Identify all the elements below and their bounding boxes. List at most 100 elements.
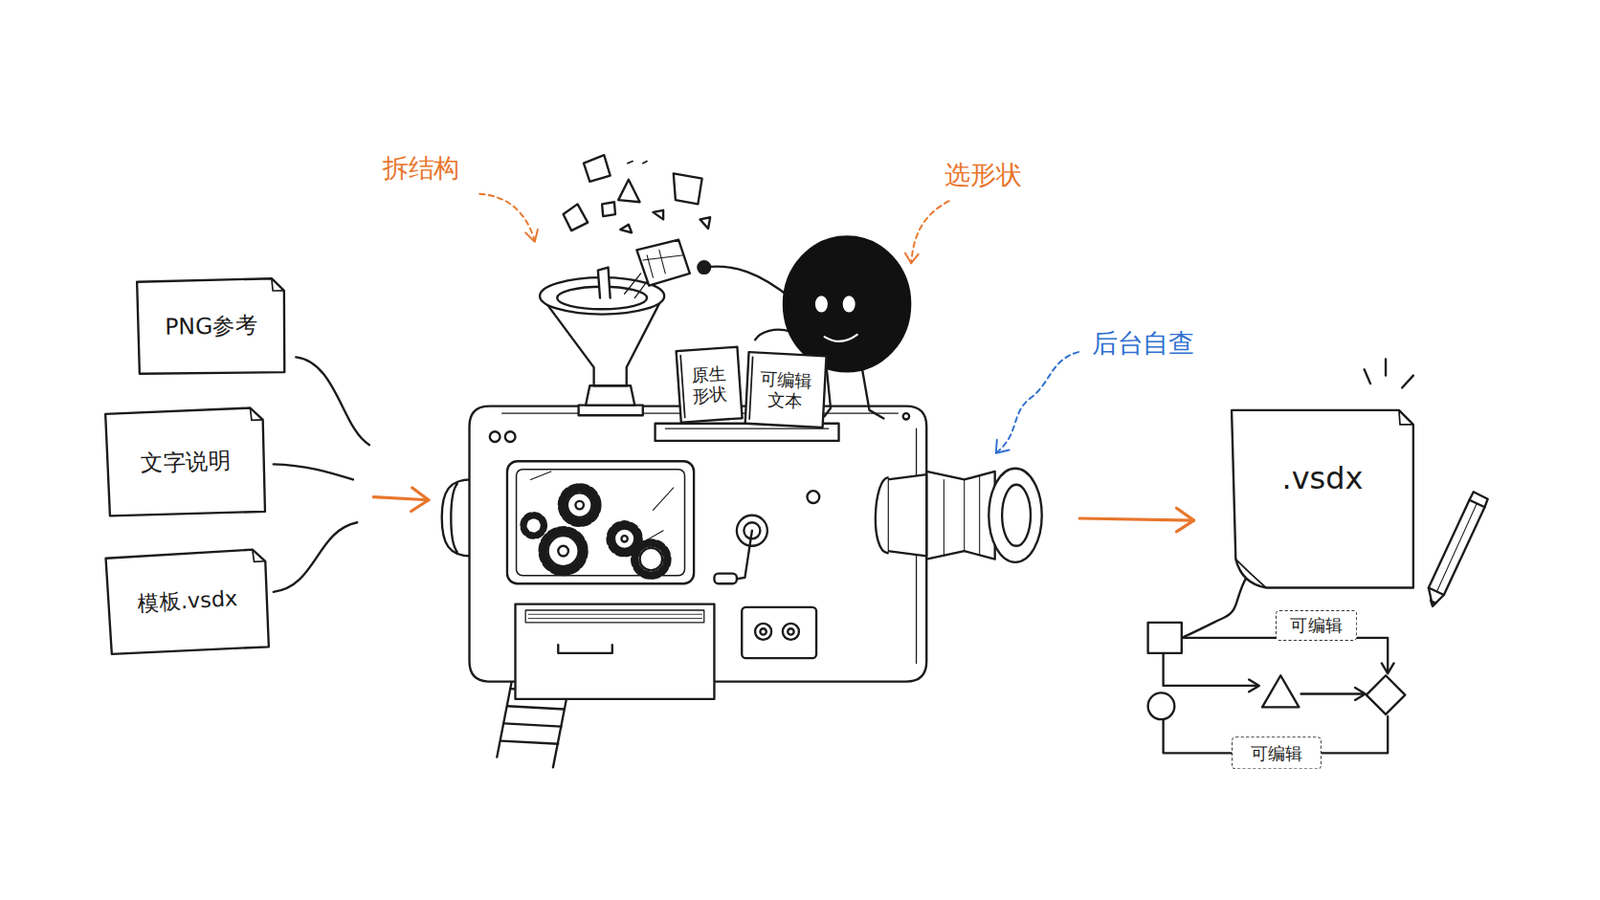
gear (557, 546, 569, 557)
input-note: PNG参考 (134, 276, 289, 378)
node-text: 文字说明 (104, 444, 267, 481)
callout-arrowhead (905, 253, 919, 265)
node-border (1231, 410, 1414, 589)
pencil (1430, 600, 1437, 606)
output-nozzle (875, 477, 889, 554)
funnel (578, 405, 644, 417)
node-border (105, 549, 269, 656)
pencil (1428, 588, 1445, 607)
step-label: 选形状 (944, 160, 1022, 192)
node-text: PNG参考 (135, 310, 288, 344)
gear (614, 529, 635, 550)
callout-arrowhead (996, 440, 1010, 454)
paper-bits (601, 201, 616, 217)
node-text: .vsdx (1229, 458, 1416, 500)
crank (733, 531, 753, 580)
control-panel (782, 623, 800, 641)
gear-window (507, 461, 694, 584)
drawer (557, 644, 613, 654)
gear (621, 535, 627, 542)
input-wire (295, 356, 370, 445)
ladder (507, 706, 565, 710)
gear (548, 535, 579, 567)
machine-bolts (489, 431, 501, 443)
output-nozzle (988, 468, 1042, 563)
edit-tag: 可编辑 (1231, 736, 1322, 770)
step-label: 后台自查 (1091, 329, 1195, 360)
funnel (585, 385, 635, 405)
flow-shape (1262, 675, 1299, 708)
paper-bits (627, 161, 647, 164)
step-label: 拆结构 (382, 153, 460, 184)
blob-character (824, 334, 858, 342)
machine-bolts (505, 431, 516, 443)
paper-bits (673, 173, 703, 204)
paper-bits (563, 203, 589, 231)
pencil (1428, 491, 1489, 606)
gear (542, 531, 584, 573)
output-nozzle (875, 468, 1043, 563)
node-text: 可编辑 文本 (743, 364, 828, 415)
node-outline (1229, 408, 1416, 591)
control-panel (787, 628, 794, 635)
held-block (624, 240, 690, 299)
flow-wire (1181, 637, 1278, 640)
control-panel (759, 628, 766, 635)
funnel (598, 267, 611, 299)
option-card: 可编辑 文本 (742, 350, 828, 430)
paper-bits (700, 217, 712, 229)
flow-arrowhead (1248, 680, 1260, 693)
output-file: .vsdx (1229, 408, 1416, 591)
card-slot (665, 428, 829, 430)
gear (640, 548, 663, 571)
funnel (539, 267, 665, 417)
gear (634, 543, 667, 577)
callout-arrow (911, 200, 949, 264)
pencil (1428, 500, 1486, 596)
left-roller (450, 484, 457, 553)
left-roller (442, 479, 472, 556)
paper-bits (652, 210, 664, 221)
control-panel (755, 623, 772, 641)
held-block (636, 240, 689, 287)
paper-fold (680, 355, 686, 419)
input-wire (273, 522, 357, 593)
output-arrow (1079, 508, 1194, 533)
input-wire (273, 464, 354, 480)
sparkle-lines (1364, 369, 1371, 384)
paper-bits (618, 179, 640, 202)
output-nozzle (943, 475, 979, 556)
callout-arrowhead (525, 229, 538, 243)
blob-character (697, 261, 711, 274)
blob-character (783, 237, 911, 373)
control-panel (741, 607, 817, 659)
gear (562, 488, 598, 523)
blob-character (862, 369, 884, 419)
callout-arrowhead (525, 229, 538, 243)
gear (523, 488, 667, 577)
sparkle-lines (1401, 376, 1414, 389)
option-card: 原生 形状 (673, 344, 745, 425)
held-block (624, 273, 647, 299)
flow-wire (1163, 577, 1389, 755)
drawer (525, 610, 705, 623)
flow-wire (1301, 692, 1364, 695)
held-block (643, 249, 685, 278)
machine-bolts (806, 490, 820, 504)
input-note: 模板.vsdx (103, 547, 272, 658)
flow-arrowhead (1355, 688, 1366, 701)
output-nozzle (1001, 485, 1031, 547)
flow-arrowhead (1381, 663, 1395, 674)
input-note: 文字说明 (103, 405, 268, 520)
input-wire (273, 356, 370, 592)
pencil (1436, 504, 1477, 593)
output-nozzle (926, 471, 995, 560)
input-arrow (411, 488, 429, 512)
flow-wire (1181, 577, 1247, 639)
input-arrow (373, 497, 429, 501)
ladder (504, 723, 562, 727)
gear (575, 501, 584, 511)
callout-arrow (911, 200, 949, 264)
paper-bits (620, 224, 632, 234)
